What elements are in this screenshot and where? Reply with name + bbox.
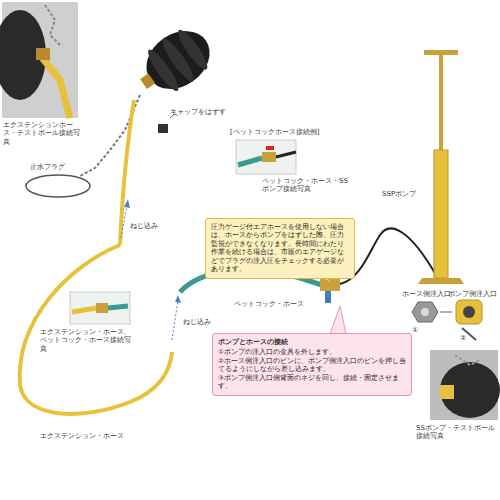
- part-label: エクステンション・ホース、ペットコック・ホース接続写真: [40, 328, 136, 353]
- callout-text: 圧力ゲージ付エアホースを使用しない場合は、ホースからポンプをはずした際、圧力監視…: [211, 223, 349, 274]
- part-label: 止水プラグ: [30, 163, 65, 171]
- photo-hose: [276, 152, 296, 157]
- part-label: エクステンション・ホース: [40, 432, 124, 440]
- photo-hose: [40, 55, 70, 118]
- callout-box: 圧力ゲージ付エアホースを使用しない場合は、ホースからポンプをはずした際、圧力監視…: [205, 218, 355, 279]
- stopper-plug: [129, 19, 221, 105]
- photo-chain: [45, 5, 60, 45]
- part-label: ポンプ側注入口: [448, 290, 497, 298]
- ssp-pump: [418, 50, 464, 284]
- part-label: SSポンプ・テストボール接続写真: [416, 424, 498, 441]
- part-label: [ペットコックホース接続例]: [230, 128, 319, 136]
- photo-hose: [238, 158, 262, 165]
- photo-fitting: [96, 303, 108, 313]
- callout-text: ①ポンプの注入口の金具を外します。: [218, 348, 406, 356]
- part-label: エクステンションホース・テストボール接続写真: [3, 121, 83, 146]
- leader: [440, 312, 452, 313]
- callout-number: ②: [460, 334, 466, 342]
- part-label: ペットコック・ホース: [234, 300, 304, 308]
- cap: [158, 124, 168, 133]
- photo: [70, 292, 130, 324]
- petcock-handle: [325, 291, 331, 303]
- callout-text: ③ポンプ側注入口側背面のネジを回し、接続・固定させます。: [218, 374, 406, 391]
- photo-hose: [72, 308, 96, 312]
- arrowhead: [124, 199, 130, 208]
- callout-box: ポンプとホースの接続 ①ポンプの注入口の金具を外します。②ホース側注入口のピンに、…: [212, 333, 412, 396]
- photo-pump: [440, 385, 454, 399]
- photo-valve: [262, 152, 276, 162]
- pump-inlet-icon: [456, 300, 482, 340]
- photo-handle: [266, 146, 274, 150]
- callout-number: ①: [412, 326, 418, 334]
- arrowhead: [175, 295, 181, 303]
- part-label: SSPポンプ: [382, 190, 416, 198]
- part-label: ホース側注入口: [402, 290, 451, 298]
- callout-tail: [330, 306, 346, 334]
- part-label: ねじ込み: [183, 318, 211, 326]
- guide-line: [121, 205, 127, 238]
- ring: [26, 175, 90, 197]
- petcock-valve: [320, 278, 340, 291]
- part-label: ペットコック・ホース・SSポンプ接続写真: [262, 177, 352, 194]
- photo-chain: [455, 355, 480, 365]
- photo-hose: [108, 306, 128, 308]
- photo-fitting: [36, 48, 50, 60]
- photo-tire: [440, 362, 500, 418]
- hose-inlet-icon: [412, 302, 438, 322]
- extension-hose: [20, 245, 172, 414]
- callout-heading: ポンプとホースの接続: [218, 338, 406, 346]
- photo: [236, 140, 296, 174]
- part-label: キャップをはずす: [170, 108, 226, 116]
- callout-text: ②ホース側注入口のピンに、ポンプ側注入口のピンを押し当てるようにしながら差し込み…: [218, 357, 406, 374]
- guide-line: [172, 300, 178, 340]
- part-label: ねじ込み: [130, 222, 158, 230]
